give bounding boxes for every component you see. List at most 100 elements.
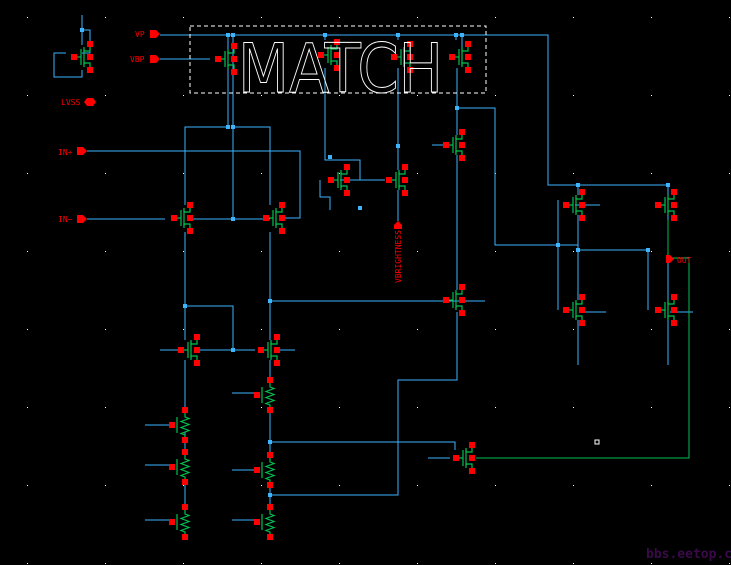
pin-vbp[interactable]: VBP [130, 55, 160, 64]
pin-vbrightness[interactable]: VBRIGHTNESS [394, 221, 403, 283]
terminal [443, 142, 449, 148]
junction-dot [460, 33, 464, 37]
wire [53, 52, 83, 78]
pin-in-plus[interactable]: IN+ [58, 147, 87, 157]
terminal [169, 519, 175, 525]
wire [185, 305, 234, 350]
grid-dot [495, 17, 496, 18]
grid-dot [27, 95, 28, 96]
mosfet-symbol [263, 202, 285, 234]
terminal [182, 504, 188, 510]
terminal [334, 39, 340, 45]
grid-dot [651, 563, 652, 564]
terminal [449, 54, 455, 60]
terminal [267, 504, 273, 510]
terminal [334, 65, 340, 71]
terminal [459, 129, 465, 135]
mosfet-symbol [328, 164, 350, 196]
terminal [187, 202, 193, 208]
terminal [254, 467, 260, 473]
terminal [279, 228, 285, 234]
terminal [254, 392, 260, 398]
selection-box[interactable] [189, 25, 487, 94]
mosfet-symbol [563, 294, 585, 326]
grid-dot [417, 251, 418, 252]
terminal [328, 177, 334, 183]
grid-dot [417, 407, 418, 408]
pin-vp[interactable]: VP [135, 30, 160, 39]
grid-dot [27, 485, 28, 486]
terminal [579, 294, 585, 300]
grid-dot [27, 251, 28, 252]
grid-dot [573, 173, 574, 174]
grid-dot [105, 407, 106, 408]
junction-dot [576, 248, 580, 252]
grid-dot [27, 329, 28, 330]
wire [270, 312, 458, 496]
grid-dot [729, 95, 730, 96]
terminal [459, 142, 465, 148]
junction-dot [646, 248, 650, 252]
grid-dot [651, 95, 652, 96]
wire [324, 68, 361, 180]
grid-dot [105, 173, 106, 174]
pin-out[interactable]: OUT [666, 255, 692, 265]
junction-dot [454, 33, 458, 37]
terminal [443, 297, 449, 303]
pin-in-minus[interactable]: IN− [58, 215, 87, 224]
junction-dot [268, 440, 272, 444]
junction-dot [396, 144, 400, 148]
terminal [465, 67, 471, 73]
resistor-symbol [254, 452, 276, 488]
grid-dot [729, 329, 730, 330]
terminal [391, 54, 397, 60]
terminal [386, 177, 392, 183]
grid-dot [417, 563, 418, 564]
terminal [87, 67, 93, 73]
pin-lvss[interactable]: LVSS [61, 98, 96, 107]
terminal [407, 54, 413, 60]
grid-dot [651, 485, 652, 486]
terminal [344, 177, 350, 183]
mosfet-symbol [171, 202, 193, 234]
grid-dot [729, 407, 730, 408]
grid-dot [339, 563, 340, 564]
grid-dot [183, 563, 184, 564]
terminal [465, 54, 471, 60]
grid-dot [339, 485, 340, 486]
terminal [194, 334, 200, 340]
grid-dot [495, 95, 496, 96]
mosfet-symbol [443, 129, 465, 161]
grid-dot [27, 407, 28, 408]
terminal [182, 407, 188, 413]
mosfet-symbol [655, 294, 677, 326]
terminal [231, 69, 237, 75]
terminal [407, 41, 413, 47]
grid-dot [417, 485, 418, 486]
grid-dot [261, 173, 262, 174]
junction-dot [358, 206, 362, 210]
terminal [563, 307, 569, 313]
mosfet-symbol [71, 41, 93, 73]
mosfet-symbol [563, 189, 585, 221]
grid-dot [339, 95, 340, 96]
mosfet-symbol [655, 189, 677, 221]
terminal [71, 54, 77, 60]
terminal [407, 67, 413, 73]
terminal [267, 377, 273, 383]
grid-dot [495, 251, 496, 252]
grid-dot [573, 407, 574, 408]
grid-dot [417, 173, 418, 174]
terminal [671, 294, 677, 300]
terminal [671, 215, 677, 221]
terminal [655, 307, 661, 313]
junction-dot [231, 125, 235, 129]
terminal [215, 56, 221, 62]
grid-dot [183, 17, 184, 18]
grid-dot [417, 95, 418, 96]
grid-dot [261, 563, 262, 564]
junction-dot [183, 304, 187, 308]
terminal [182, 449, 188, 455]
grid-dot [261, 407, 262, 408]
